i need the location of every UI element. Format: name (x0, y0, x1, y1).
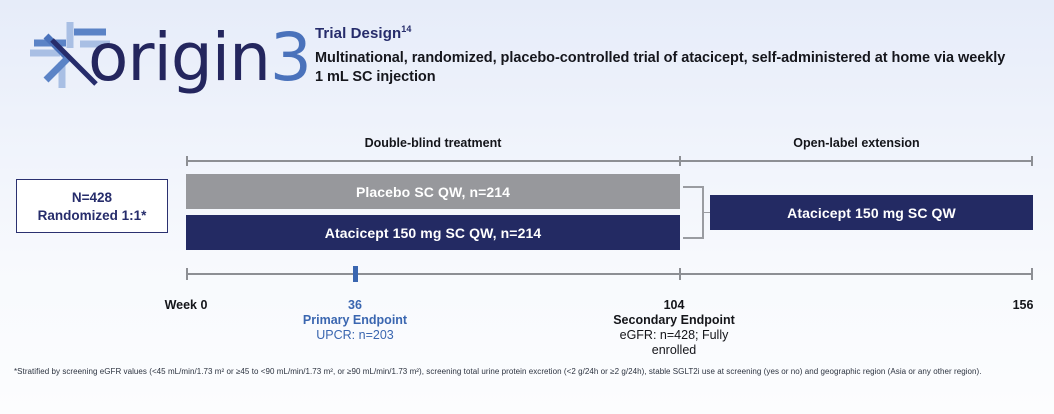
randomization-ratio: Randomized 1:1* (37, 207, 147, 223)
timeline-tick-week-36 (353, 266, 358, 282)
timeline-week-104-number: 104 (663, 298, 685, 312)
arm-bar-placebo: Placebo SC QW, n=214 (186, 174, 680, 209)
title-block: Trial Design14 Multinational, randomized… (315, 24, 1015, 87)
timeline-tick-week-0 (186, 268, 188, 280)
timeline-tick-week-104 (679, 268, 681, 280)
logo-numeral: 3 (269, 19, 312, 96)
antibody-icon (30, 22, 110, 88)
footnote: *Stratified by screening eGFR values (<4… (14, 367, 982, 376)
bracket-arm-top (683, 186, 703, 188)
timeline-week-36-name: Primary Endpoint (302, 313, 408, 327)
timeline-week-0-text: Week 0 (164, 298, 208, 312)
timeline-line (186, 273, 1033, 275)
phase-axis-line (186, 160, 1033, 162)
page-title-text: Trial Design (315, 25, 402, 42)
timeline-axis (186, 266, 1033, 282)
phase-axis (186, 156, 1033, 166)
timeline-week-36-number: 36 (348, 298, 362, 312)
phase-axis-cap-left (186, 156, 188, 166)
timeline-label-week-36: 36 Primary Endpoint UPCR: n=203 (295, 298, 415, 343)
timeline-week-156-number: 156 (1012, 298, 1034, 312)
timeline-label-week-104: 104 Secondary Endpoint eGFR: n=428; Full… (604, 298, 744, 358)
header: origin3 Trial Design14 Multinational, ra… (0, 0, 1054, 118)
phase-axis-cap-right (1031, 156, 1033, 166)
logo-wordmark: origin3 (88, 19, 312, 96)
randomization-n: N=428 (71, 189, 113, 205)
timeline-label-week-156: 156 (963, 298, 1054, 313)
arm-bar-atacicept: Atacicept 150 mg SC QW, n=214 (186, 215, 680, 250)
arm-bar-open-label: Atacicept 150 mg SC QW (710, 195, 1033, 230)
timeline-tick-week-156 (1031, 268, 1033, 280)
timeline-label-week-0: Week 0 (126, 298, 246, 313)
timeline-week-104-name: Secondary Endpoint (613, 313, 735, 327)
arm-merge-bracket (683, 186, 729, 239)
randomization-box: N=428 Randomized 1:1* (16, 179, 168, 233)
page-title-superscript: 14 (401, 24, 412, 34)
timeline-week-104-note: eGFR: n=428; Fully enrolled (619, 328, 729, 357)
phase-axis-cap-middle (679, 156, 681, 166)
bracket-arm-bottom (683, 237, 703, 239)
logo-word-text: origin (88, 19, 271, 96)
page-subtitle: Multinational, randomized, placebo-contr… (315, 50, 1006, 85)
timeline-week-36-note: UPCR: n=203 (316, 328, 394, 342)
phase-label-open-label: Open-label extension (793, 136, 920, 150)
origin3-logo: origin3 (22, 16, 312, 102)
page-title: Trial Design14 (315, 24, 1015, 42)
phase-label-double-blind: Double-blind treatment (364, 136, 502, 150)
